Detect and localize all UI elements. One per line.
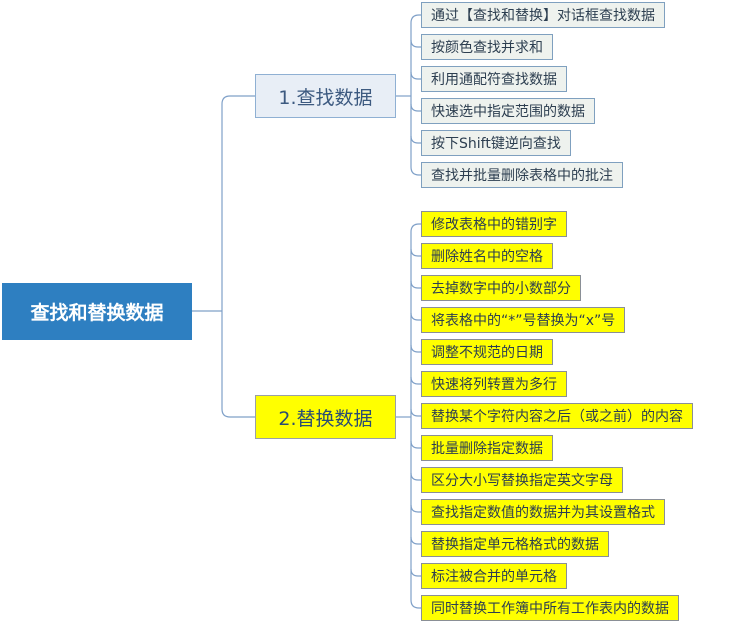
leaf-replace-all-sheets: 同时替换工作簿中所有工作表内的数据	[421, 595, 679, 621]
leaf-find-select-range: 快速选中指定范围的数据	[421, 98, 595, 124]
leaf-replace-dates: 调整不规范的日期	[421, 339, 553, 365]
leaf-find-shift-reverse: 按下Shift键逆向查找	[421, 130, 571, 156]
leaf-replace-cell-format: 替换指定单元格格式的数据	[421, 531, 609, 557]
leaf-replace-case: 区分大小写替换指定英文字母	[421, 467, 623, 493]
leaf-replace-decimals: 去掉数字中的小数部分	[421, 275, 581, 301]
leaf-replace-name-spaces: 删除姓名中的空格	[421, 243, 553, 269]
leaf-replace-typos: 修改表格中的错别字	[421, 211, 567, 237]
connector-root-to-replace	[221, 311, 255, 418]
leaf-replace-bulk-delete: 批量删除指定数据	[421, 435, 553, 461]
branch-find-data: 1.查找数据	[255, 74, 396, 118]
leaf-find-dialog: 通过【查找和替换】对话框查找数据	[421, 2, 665, 28]
leaf-replace-value-format: 查找指定数值的数据并为其设置格式	[421, 499, 665, 525]
leaf-replace-asterisk: 将表格中的“*”号替换为“x”号	[421, 307, 626, 333]
leaf-replace-transpose: 快速将列转置为多行	[421, 371, 567, 397]
leaf-find-by-color: 按颜色查找并求和	[421, 34, 553, 60]
root-node: 查找和替换数据	[2, 283, 192, 340]
leaf-replace-after-char: 替换某个字符内容之后（或之前）的内容	[421, 403, 693, 429]
leaf-find-delete-comments: 查找并批量删除表格中的批注	[421, 162, 623, 188]
leaf-find-wildcard: 利用通配符查找数据	[421, 66, 567, 92]
connector-root-to-find	[221, 95, 255, 311]
leaf-replace-merged-cells: 标注被合并的单元格	[421, 563, 567, 589]
branch-replace-data: 2.替换数据	[255, 395, 396, 439]
